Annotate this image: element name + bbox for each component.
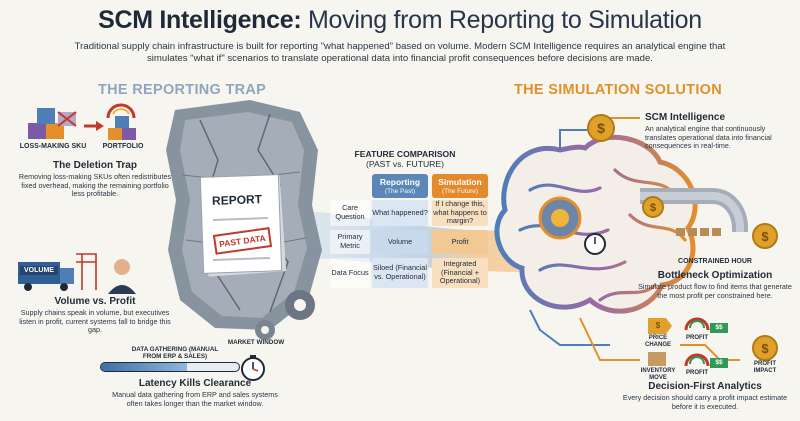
sku-boxes-graphic [28, 103, 136, 140]
pipe-graphic [640, 188, 748, 236]
row-label-focus: Data Focus [330, 258, 370, 288]
scm-intelligence-title: SCM Intelligence [645, 112, 726, 123]
reporting-head: Reporting [379, 177, 421, 187]
svg-text:$: $ [761, 229, 769, 244]
deletion-trap-title: The Deletion Trap [53, 160, 137, 171]
loss-making-sku-label: LOSS-MAKING SKU [19, 143, 87, 150]
deletion-trap-desc: Removing loss-making SKUs often redistri… [18, 172, 172, 199]
profit-label-2: PROFIT [686, 370, 708, 376]
decision-analytics-desc: Every decision should carry a profit imp… [622, 393, 788, 411]
cell-reporting-focus: Siloed (Financial vs. Operational) [372, 258, 428, 288]
cell-simulation-focus: Integrated (Financial + Operational) [432, 258, 488, 288]
price-change-label: PRICE CHANGE [644, 335, 671, 348]
report-document-graphic [199, 174, 287, 277]
profit-label-1: PROFIT [686, 335, 708, 341]
report-label: REPORT [211, 192, 263, 208]
latency-title: Latency Kills Clearance [138, 378, 252, 389]
brain-graphic [494, 134, 698, 314]
cell-reporting-care: What happened? [372, 200, 428, 226]
simulation-solution-heading: THE SIMULATION SOLUTION [514, 82, 723, 98]
dollar-coins: $ $ $ $ [587, 114, 778, 361]
data-gathering-progress [100, 362, 240, 372]
row-label-metric: Primary Metric [330, 230, 370, 254]
profit-impact-label: PROFIT IMPACT [753, 361, 777, 374]
constrained-hour-label: CONSTRAINED HOUR [678, 258, 752, 265]
inventory-move-label: INVENTORY MOVE [640, 368, 676, 381]
comparison-title: FEATURE COMPARISON (PAST vs. FUTURE) [330, 149, 480, 169]
svg-text:$: $ [761, 341, 769, 356]
dollar-tag-1: $$ [715, 324, 723, 331]
reporting-trap-heading: THE REPORTING TRAP [98, 82, 267, 98]
bottleneck-desc: Simulate product flow to find items that… [638, 282, 792, 300]
simulation-sub: (The Future) [441, 188, 479, 195]
simulation-column-header: Simulation (The Future) [432, 174, 488, 198]
page-subtitle: Traditional supply chain infrastructure … [74, 41, 726, 64]
simulation-head: Simulation [438, 177, 482, 187]
scm-intelligence-desc: An analytical engine that continuously t… [645, 124, 772, 151]
circuit-lines [529, 117, 740, 361]
data-gathering-label: DATA GATHERING (MANUAL FROM ERP & SALES) [131, 346, 219, 361]
stopwatch-graphic [241, 355, 265, 381]
reporting-column-header: Reporting (The Past) [372, 174, 428, 198]
latency-desc: Manual data gathering from ERP and sales… [112, 390, 278, 408]
volume-badge: VOLUME [20, 266, 58, 275]
svg-text:$: $ [650, 202, 656, 214]
volume-profit-desc: Supply chains speak in volume, but execu… [19, 308, 171, 335]
volume-profit-title: Volume vs. Profit [54, 296, 136, 307]
portfolio-label: PORTFOLIO [102, 143, 144, 150]
cell-reporting-metric: Volume [372, 230, 428, 254]
decision-icons [648, 317, 728, 368]
svg-text:$: $ [597, 120, 605, 136]
title-rest: Moving from Reporting to Simulation [301, 6, 702, 34]
cell-simulation-metric: Profit [432, 230, 488, 254]
page-title: SCM Intelligence: Moving from Reporting … [0, 6, 800, 35]
comparison-title-line1: FEATURE COMPARISON [354, 149, 456, 159]
row-label-care: Care Question [330, 200, 370, 226]
data-gathering-progress-fill [101, 363, 187, 371]
title-bold: SCM Intelligence: [98, 6, 302, 34]
cell-simulation-care: If I change this, what happens to margin… [432, 199, 488, 226]
decision-analytics-title: Decision-First Analytics [648, 381, 762, 392]
market-window-label: MARKET WINDOW [227, 339, 285, 346]
dollar-tag-2: $$ [715, 359, 723, 366]
bottleneck-title: Bottleneck Optimization [657, 270, 773, 281]
reporting-sub: (The Past) [384, 188, 416, 195]
price-tag-icon: $ [655, 321, 661, 330]
comparison-title-line2: (PAST vs. FUTURE) [366, 159, 444, 169]
